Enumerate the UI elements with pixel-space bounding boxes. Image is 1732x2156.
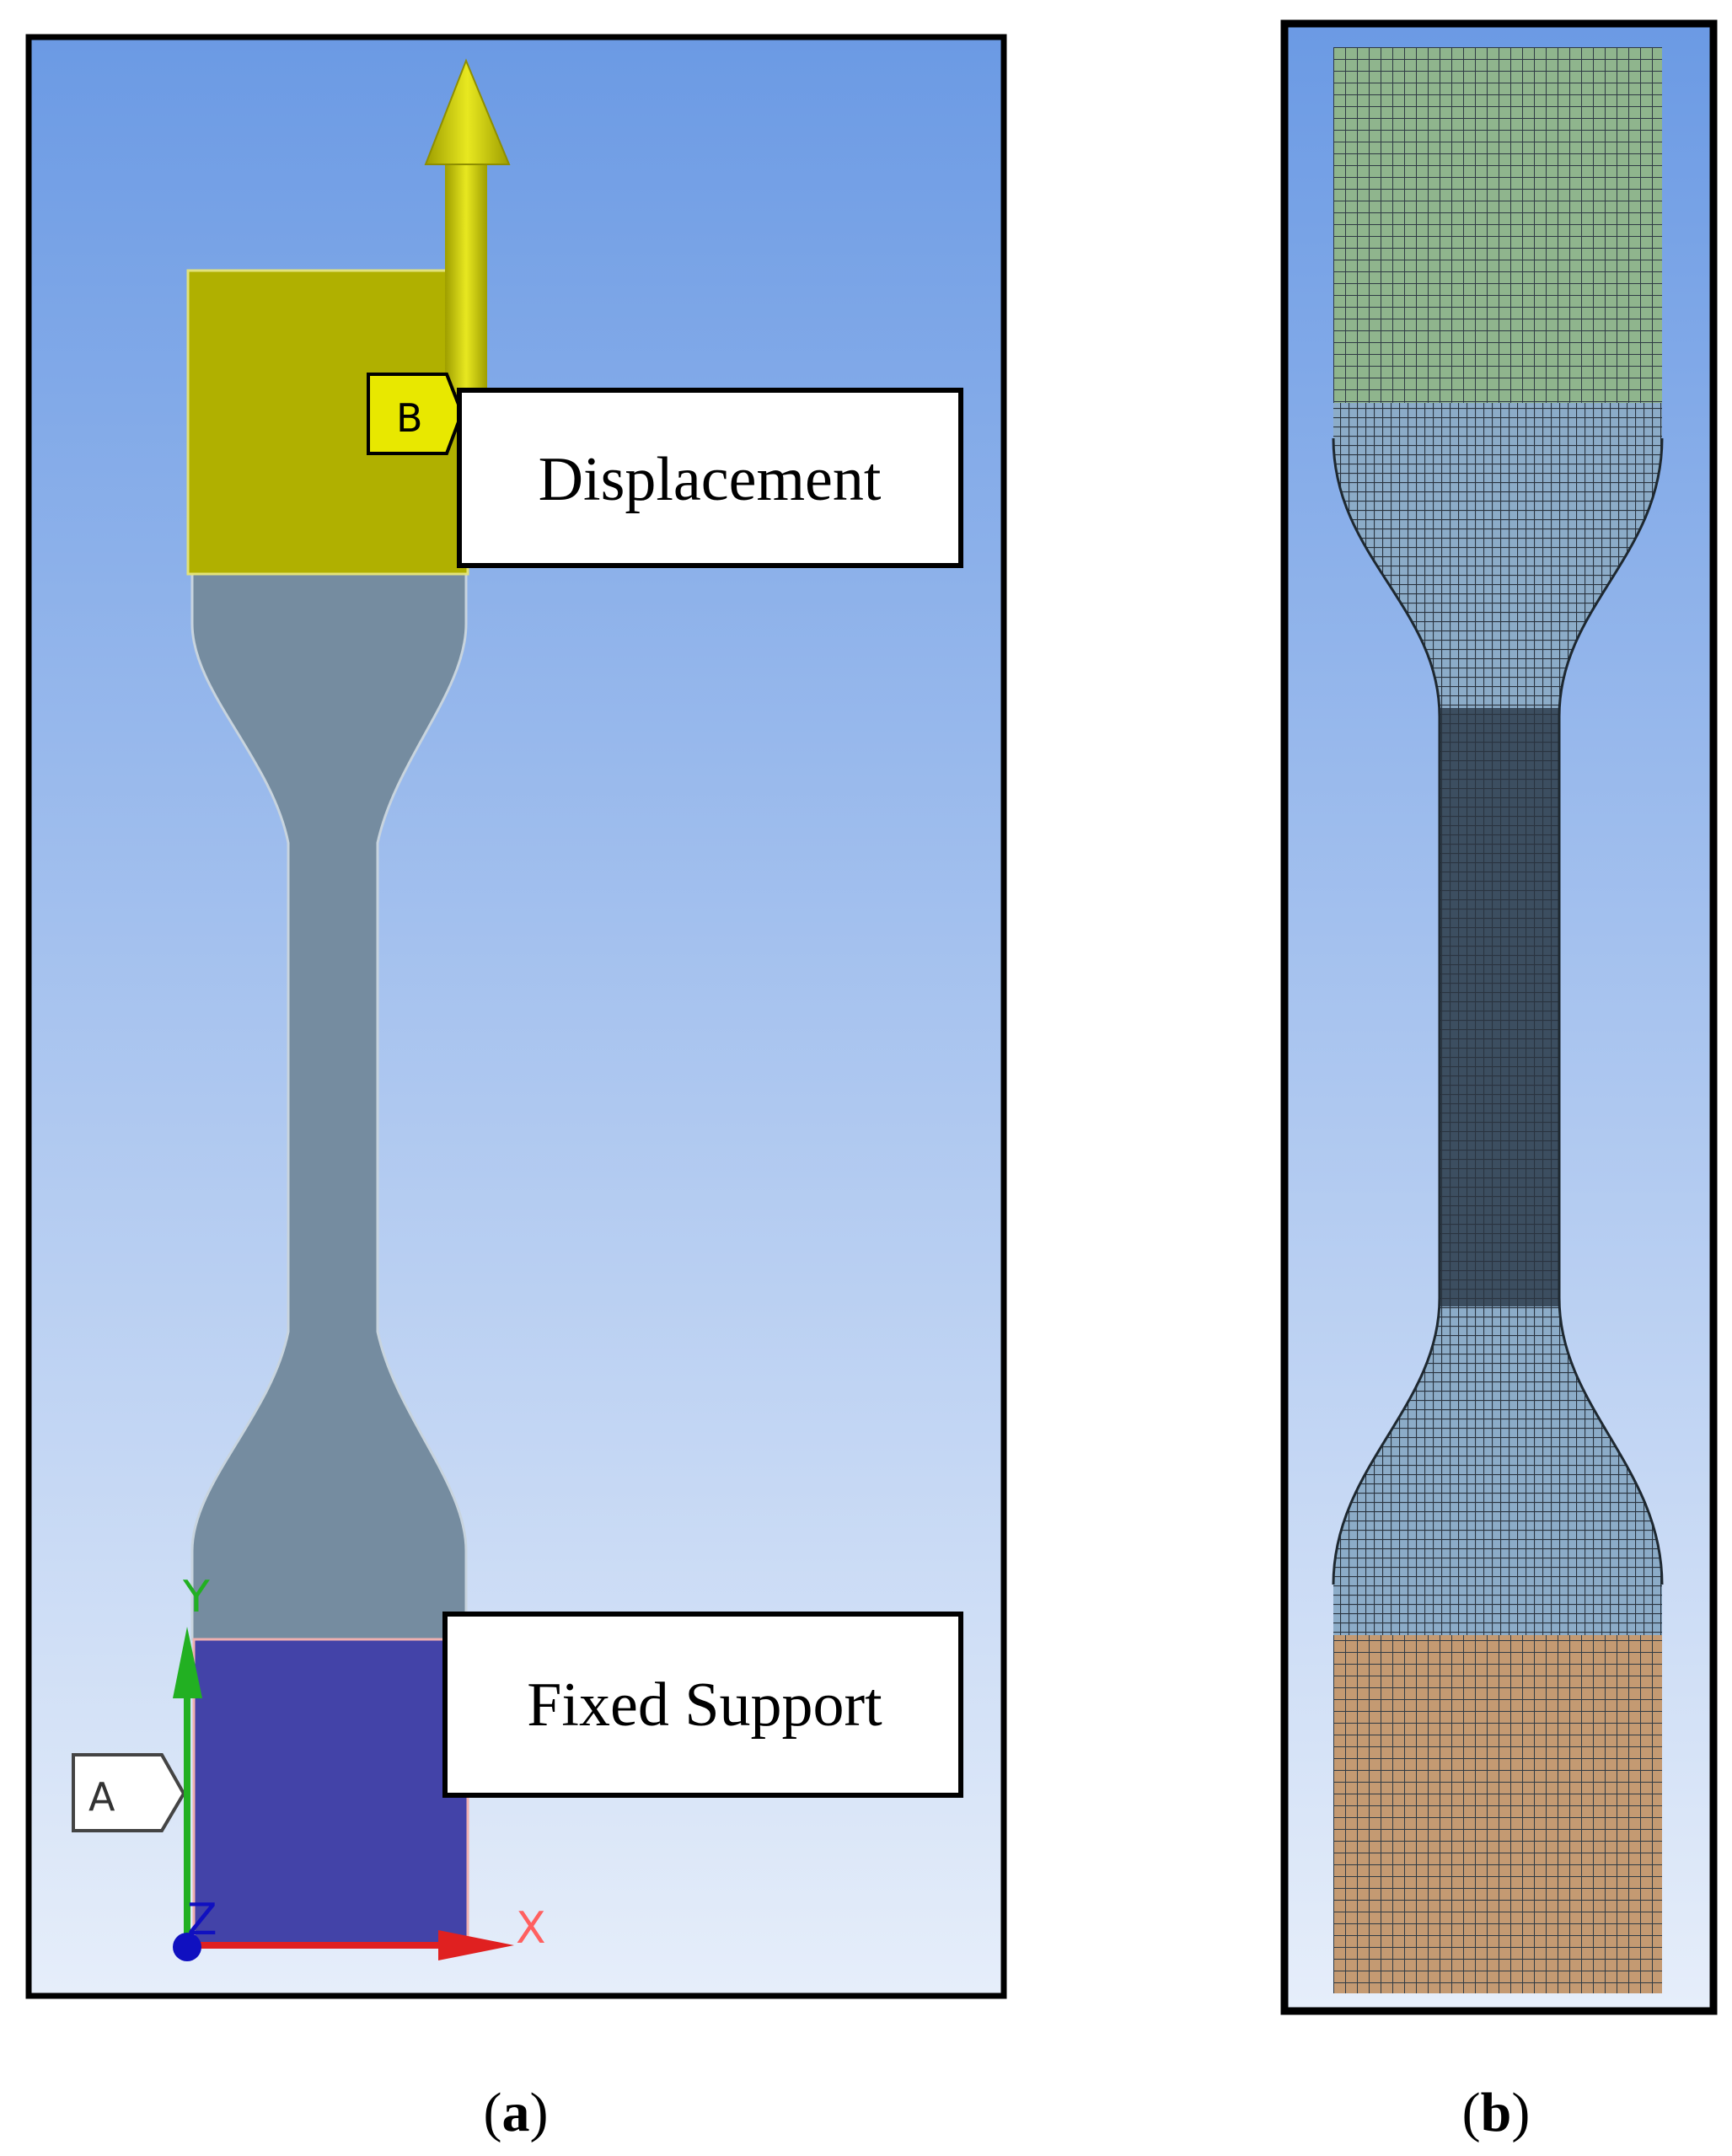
axis-x-label: X bbox=[516, 1903, 546, 1954]
svg-text:(a): (a) bbox=[484, 2082, 549, 2143]
caption-b: (b) bbox=[1462, 2082, 1531, 2143]
tag-b-label: B bbox=[396, 395, 423, 441]
tag-a-label: A bbox=[88, 1774, 115, 1820]
fixed-support-region bbox=[192, 1638, 469, 1947]
axis-y-label: Y bbox=[182, 1572, 210, 1622]
mesh-bottom-region bbox=[1333, 1635, 1662, 1993]
svg-text:(b): (b) bbox=[1462, 2082, 1531, 2143]
panel-b bbox=[1280, 19, 1718, 2015]
mesh-gauge-outline bbox=[1332, 437, 1664, 1585]
tag-a: A bbox=[72, 1753, 186, 1832]
fixed-support-label: Fixed Support bbox=[527, 1671, 882, 1740]
displacement-arrow bbox=[424, 58, 511, 392]
tag-b: B bbox=[367, 373, 464, 455]
panel-a: B Displacement Fixed Support A Y X Z bbox=[25, 34, 1007, 1999]
coordinate-triad: Y X Z bbox=[173, 1572, 546, 1961]
axis-z-origin bbox=[173, 1933, 201, 1961]
caption-a: (a) bbox=[484, 2082, 549, 2143]
displacement-callout: Displacement bbox=[457, 388, 963, 568]
mesh-top-region bbox=[1333, 47, 1662, 403]
displacement-label: Displacement bbox=[539, 445, 882, 514]
fixed-support-callout: Fixed Support bbox=[442, 1612, 963, 1798]
axis-z-label: Z bbox=[187, 1895, 217, 1945]
